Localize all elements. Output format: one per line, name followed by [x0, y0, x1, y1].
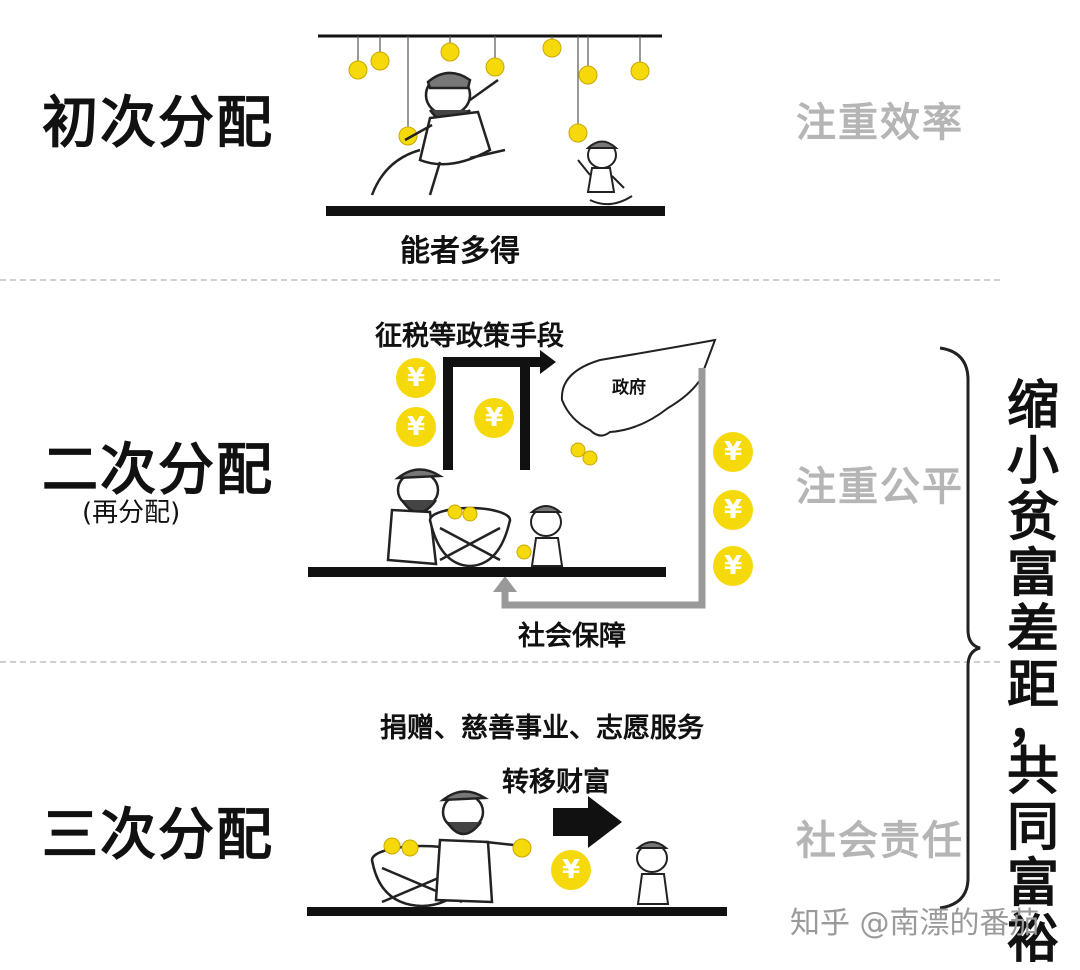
stage2-title: 二次分配: [42, 438, 274, 503]
stage1-principle: 注重效率: [796, 100, 964, 146]
watermark: 知乎 @南漂的番茄: [790, 906, 1040, 941]
government-label: 政府: [612, 378, 646, 398]
brace: [939, 346, 981, 910]
yen-coin-icon: ¥: [396, 407, 436, 447]
yen-coin-icon: ¥: [713, 490, 753, 530]
yen-coin-icon: ¥: [713, 432, 753, 472]
stage1-title: 初次分配: [42, 91, 274, 156]
yen-coin-icon: ¥: [396, 358, 436, 398]
stage3-illustration: [307, 790, 727, 916]
stage2-bottom-caption: 社会保障: [518, 621, 626, 652]
stage2-principle: 注重公平: [796, 464, 964, 510]
separator-2: [0, 661, 1000, 663]
stage3-arrow-caption: 转移财富: [502, 767, 610, 798]
summary-vertical-text: 缩 小 贫 富 差 距 ， 共 同 富 裕: [1006, 376, 1059, 970]
yen-coin-icon: ¥: [474, 398, 514, 438]
yen-coin-icon: ¥: [551, 850, 591, 890]
coin-icon: [348, 38, 650, 146]
stage3-top-caption: 捐赠、慈善事业、志愿服务: [380, 713, 704, 744]
stage1-illustration: [318, 34, 665, 216]
stage2-subtitle: (再分配): [82, 498, 181, 528]
separator-1: [0, 279, 1000, 281]
stage2-top-caption: 征税等政策手段: [375, 321, 564, 352]
yen-coin-icon: ¥: [713, 546, 753, 586]
stage3-principle: 社会责任: [796, 818, 964, 864]
stage3-title: 三次分配: [42, 803, 274, 868]
stage2-illustration: [308, 338, 717, 609]
stage1-caption: 能者多得: [400, 234, 520, 269]
